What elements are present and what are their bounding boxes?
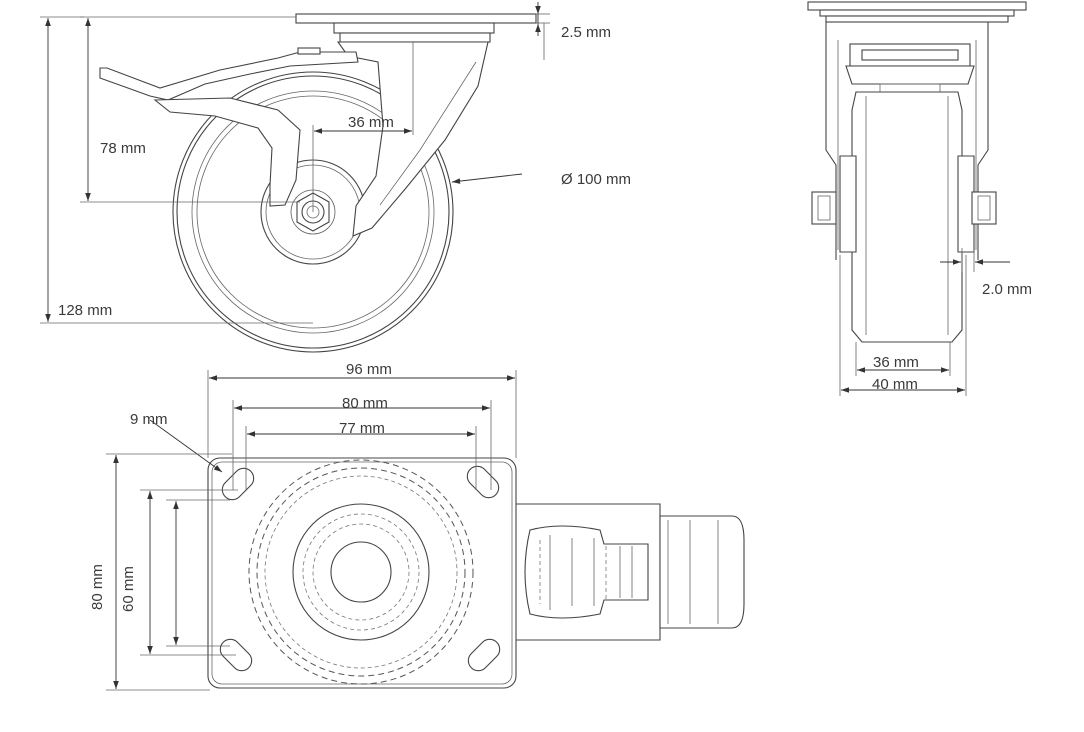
dim-total-height: 128 mm bbox=[58, 302, 112, 319]
dim-plate-length: 96 mm bbox=[346, 361, 392, 378]
side-view: 2.5 mm 36 mm 78 mm 128 mm Ø 100 mm bbox=[40, 2, 631, 353]
top-view: 96 mm 80 mm 77 mm 9 mm 80 mm 60 mm bbox=[89, 361, 745, 691]
front-view: 2.0 mm 36 mm 40 mm bbox=[807, 1, 1032, 396]
dim-side-gap: 2.0 mm bbox=[982, 281, 1032, 298]
dim-hole-spacing-outer: 80 mm bbox=[342, 395, 388, 412]
dim-axle-height: 78 mm bbox=[100, 140, 146, 157]
dim-hole-size: 9 mm bbox=[130, 411, 168, 428]
dim-plate-thickness: 2.5 mm bbox=[561, 24, 611, 41]
dim-hole-spacing-y: 60 mm bbox=[120, 566, 137, 612]
dim-offset: 36 mm bbox=[348, 114, 394, 131]
dim-hole-spacing-inner: 77 mm bbox=[339, 420, 385, 437]
dim-wheel-diameter: Ø 100 mm bbox=[561, 171, 631, 188]
dim-tread-width: 36 mm bbox=[873, 354, 919, 371]
dim-plate-width: 80 mm bbox=[89, 564, 106, 610]
dim-wheel-width: 40 mm bbox=[872, 376, 918, 393]
